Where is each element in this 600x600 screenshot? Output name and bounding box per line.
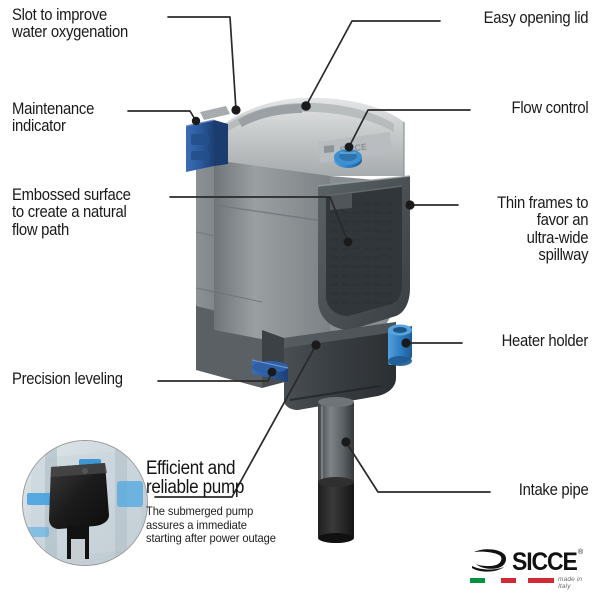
pump-inset (22, 440, 148, 566)
callout-label-embossed-surface: Embossed surface to create a natural flo… (12, 186, 131, 239)
callout-label-intake-pipe: Intake pipe (518, 481, 588, 499)
intake-sponge (318, 477, 354, 543)
intake-pipe (318, 397, 354, 543)
callout-label-easy-opening-lid: Easy opening lid (483, 9, 588, 27)
pump-inset-title: Efficient and reliable pump (146, 458, 244, 499)
spillway (317, 175, 411, 330)
callout-label-slot-oxygenation: Slot to improve water oxygenation (12, 6, 128, 42)
maintenance-indicator[interactable] (185, 106, 230, 172)
italian-flag-icon (470, 578, 516, 583)
pump-inset-photo (22, 440, 148, 566)
sicce-wordmark: SICCE (512, 548, 578, 576)
registered-mark: ® (578, 549, 584, 556)
heater-holder[interactable] (388, 324, 412, 367)
made-in-italy-tagline: made in Italy (558, 576, 583, 590)
pump-inset-body: The submerged pump assures a immediate s… (146, 505, 276, 546)
callout-label-maintenance-indicator: Maintenance indicator (12, 100, 95, 136)
sicce-logo: SICCE ® made in Italy (470, 546, 588, 590)
logo-red-bar (528, 578, 554, 583)
callout-label-flow-control: Flow control (511, 99, 588, 117)
oxygenation-slot (238, 104, 302, 127)
callout-label-precision-leveling: Precision leveling (12, 370, 123, 388)
pump-photo-graphic (23, 441, 147, 565)
callout-label-heater-holder: Heater holder (501, 332, 589, 350)
callout-label-thin-frames: Thin frames to favor an ultra-wide spill… (496, 194, 588, 265)
whale-icon (472, 549, 506, 572)
flow-control-knob[interactable] (334, 149, 362, 168)
